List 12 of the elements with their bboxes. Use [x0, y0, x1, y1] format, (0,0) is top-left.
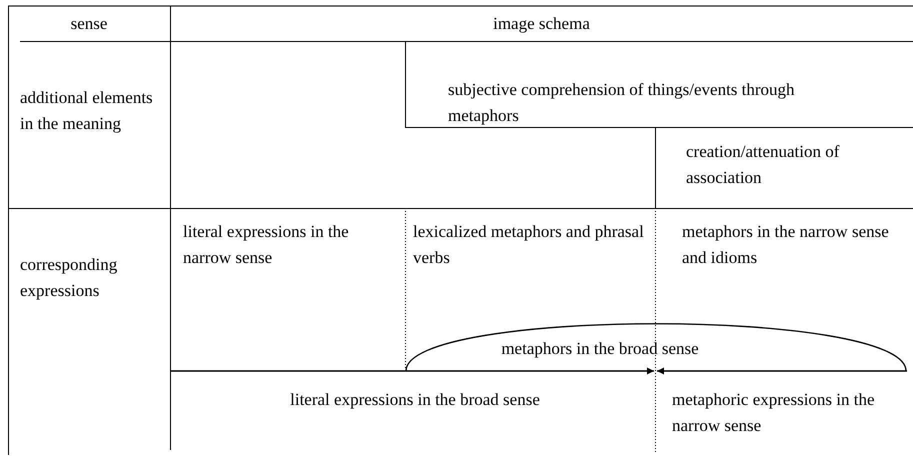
range-label: literal expressions in the broad sense — [289, 389, 541, 411]
meaning-text: subjective comprehension of things/events through metaphors — [448, 77, 868, 129]
column-heading: image schema — [170, 11, 913, 37]
range-label: metaphoric expressions in the narrow sense — [672, 389, 876, 437]
row-heading: additional elements in the meaning — [20, 85, 160, 137]
column-heading: sense — [8, 11, 170, 37]
meaning-text: creation/attenuation of association — [686, 139, 906, 191]
row-heading: corresponding expressions — [20, 252, 170, 304]
category-text: literal expressions in the narrow sense — [183, 221, 350, 269]
category-text: metaphors in the narrow sense and idioms — [682, 221, 890, 269]
range-label: metaphors in the broad sense — [500, 338, 700, 360]
category-text: lexicalized metaphors and phrasal verbs — [413, 221, 645, 269]
